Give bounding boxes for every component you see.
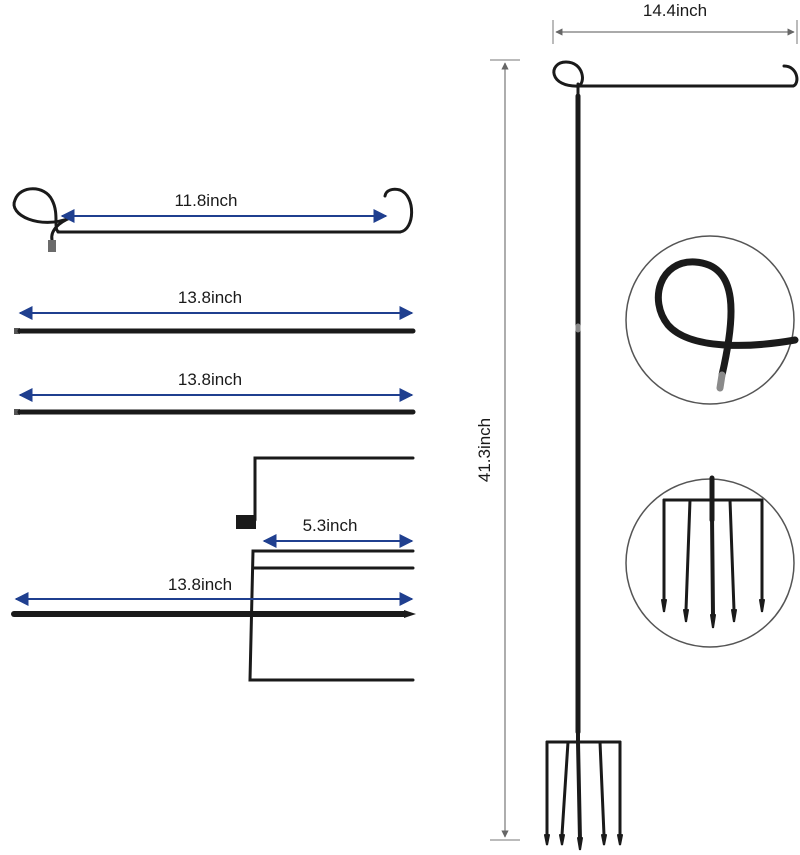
- part-pole-section-1: 13.8inch: [14, 288, 416, 334]
- assembled-flag-stand: [544, 60, 799, 851]
- part-top-arm: 11.8inch: [12, 187, 414, 252]
- hook-detail-circle: [625, 235, 799, 405]
- flag-width-dimension: 14.4inch: [552, 1, 798, 44]
- top-arm-length-label: 11.8inch: [174, 191, 237, 210]
- prong-stake-closeup-icon: [661, 475, 765, 629]
- flag-width-label: 14.4inch: [643, 1, 707, 20]
- stake-length-label: 13.8inch: [168, 575, 232, 594]
- hook-loop-closeup-icon: [654, 258, 799, 392]
- total-height-label: 41.3inch: [475, 418, 494, 482]
- pole-section-1-label: 13.8inch: [178, 288, 242, 307]
- part-stake: 5.3inch 13.8inch: [11, 516, 416, 682]
- total-height-dimension: 41.3inch: [475, 59, 520, 841]
- pole-section-2-label: 13.8inch: [178, 370, 242, 389]
- stake-detail-circle: [625, 475, 795, 648]
- part-pole-section-2: 13.8inch: [14, 370, 416, 415]
- part-l-connector: [236, 456, 415, 529]
- stake-prong-width-label: 5.3inch: [303, 516, 358, 535]
